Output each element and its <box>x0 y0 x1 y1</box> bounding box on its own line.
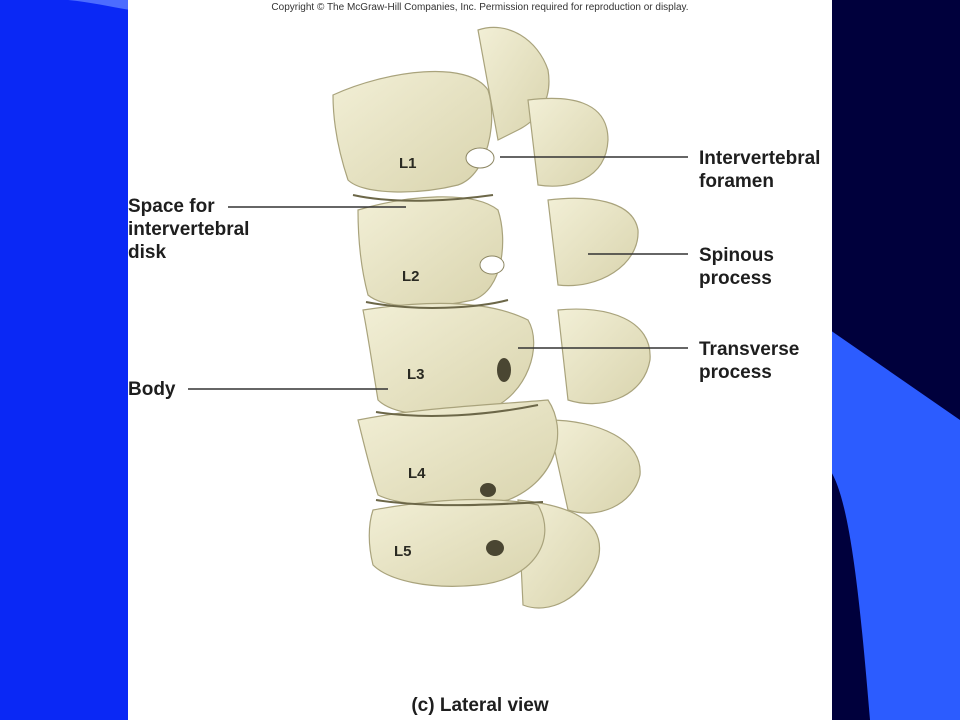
figure-panel: Copyright © The McGraw-Hill Companies, I… <box>128 0 832 720</box>
figure-caption: (c) Lateral view <box>411 695 549 716</box>
vertebra-label-l4: L4 <box>408 465 426 482</box>
vertebra-label-l1: L1 <box>399 155 417 172</box>
body-L1 <box>332 70 493 193</box>
body-L2 <box>357 196 504 307</box>
lumbar-spine-illustration <box>188 26 688 609</box>
label-spinous-process: Spinous process <box>699 245 774 289</box>
vertebra-label-l3: L3 <box>407 366 425 383</box>
vertebra-label-l5: L5 <box>394 543 412 560</box>
label-transverse-process: Transverse process <box>699 339 800 383</box>
vertebra-label-l2: L2 <box>402 268 420 285</box>
label-body: Body <box>128 379 176 400</box>
label-intervertebral-foramen: Intervertebral foramen <box>699 148 821 192</box>
label-space-for-disk: Space for intervertebral disk <box>128 196 250 263</box>
copyright-notice: Copyright © The McGraw-Hill Companies, I… <box>271 2 689 13</box>
